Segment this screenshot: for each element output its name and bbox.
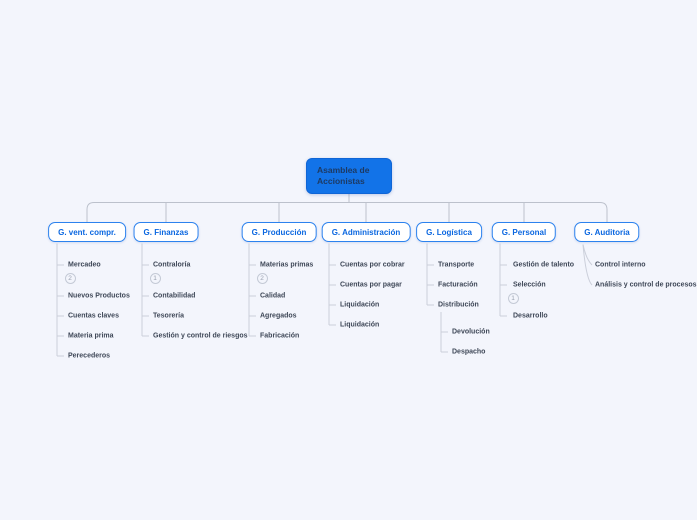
sub-branch-item[interactable]: Contraloría [153, 261, 191, 269]
sub-branch-item[interactable]: Calidad [260, 292, 286, 300]
branch-node[interactable]: G. Producción [241, 222, 317, 242]
collapsed-count-badge[interactable]: 1 [507, 292, 519, 304]
sub-branch-item[interactable]: Distribución [438, 301, 479, 309]
branch-node[interactable]: G. Logística [416, 222, 482, 242]
sub-branch-item[interactable]: Fabricación [260, 332, 300, 340]
connector-line [582, 244, 593, 286]
branch-node[interactable]: G. Finanzas [133, 222, 199, 242]
sub-branch-item[interactable]: Perecederos [68, 352, 111, 360]
sub-branch-item[interactable]: Nuevos Productos [68, 292, 130, 300]
branch-node[interactable]: G. Personal [491, 222, 557, 242]
sub-branch-item[interactable]: Materias primas [260, 261, 314, 269]
sub-branch-item[interactable]: Liquidación [340, 301, 380, 309]
collapsed-count-badge[interactable]: 2 [64, 272, 76, 284]
sub-branch-item[interactable]: Control interno [595, 261, 646, 269]
sub-branch-item[interactable]: Desarrollo [513, 312, 548, 320]
branch-node[interactable]: G. Administración [321, 222, 411, 242]
sub-branch-item[interactable]: Devolución [452, 328, 490, 336]
connector-line [86, 202, 608, 222]
sub-branch-item[interactable]: Cuentas por pagar [340, 281, 402, 289]
collapsed-count-badge[interactable]: 2 [256, 272, 268, 284]
sub-branch-item[interactable]: Mercadeo [68, 261, 101, 269]
sub-branch-item[interactable]: Tesorería [153, 312, 184, 320]
sub-branch-item[interactable]: Cuentas claves [68, 312, 119, 320]
sub-branch-item[interactable]: Contabilidad [153, 292, 196, 300]
sub-branch-item[interactable]: Despacho [452, 348, 486, 356]
branch-node[interactable]: G. vent. compr. [48, 222, 126, 242]
sub-branch-item[interactable]: Gestión de talento [513, 261, 575, 269]
sub-branch-item[interactable]: Análisis y control de procesos [595, 281, 697, 289]
sub-branch-item[interactable]: Gestión y control de riesgos [153, 332, 248, 340]
collapsed-count-badge[interactable]: 1 [149, 272, 161, 284]
sub-branch-item[interactable]: Cuentas por cobrar [340, 261, 405, 269]
sub-branch-item[interactable]: Facturación [438, 281, 478, 289]
connector-line [582, 244, 593, 266]
sub-branch-item[interactable]: Liquidación [340, 321, 380, 329]
sub-branch-item[interactable]: Agregados [260, 312, 297, 320]
sub-branch-item[interactable]: Materia prima [68, 332, 114, 340]
branch-node[interactable]: G. Auditoria [574, 222, 640, 242]
sub-branch-item[interactable]: Transporte [438, 261, 475, 269]
root-node[interactable]: Asamblea de Accionistas [306, 158, 392, 194]
sub-branch-item[interactable]: Selección [513, 281, 546, 289]
